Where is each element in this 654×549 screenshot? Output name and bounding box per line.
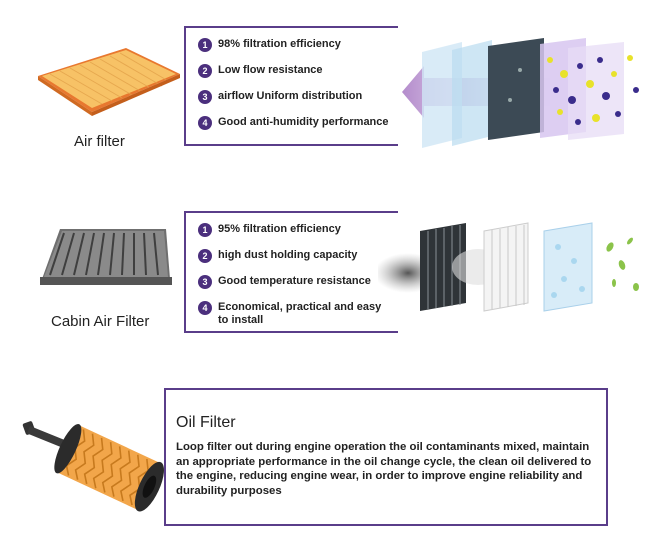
feature-text: Economical, practical and easy to instal… [218,301,382,326]
oil-filter-image [22,421,164,512]
air-filter-section: Air filter 1 98% filtration efficiency 2… [0,0,654,170]
filter-layer [543,222,593,312]
list-item: 1 98% filtration efficiency [198,38,389,52]
oil-filter-description: Loop filter out during engine operation … [176,441,592,497]
number-badge: 2 [198,64,212,78]
number-badge: 4 [198,116,212,130]
list-item: 2 Low flow resistance [198,64,389,78]
oil-filter-description-box: Oil Filter Loop filter out during engine… [164,388,608,526]
number-badge: 1 [198,38,212,52]
list-item: 3 airflow Uniform distribution [198,90,389,104]
cabin-filter-caption: Cabin Air Filter [51,313,150,330]
oil-filter-section: Oil Filter Loop filter out during engine… [0,380,654,549]
contaminant-particles [508,55,639,125]
cabin-filtration-illustration [378,222,639,312]
cabin-air-filter-section: Cabin Air Filter 1 95% filtration effici… [0,195,654,345]
feature-text: high dust holding capacity [218,249,358,261]
air-filter-feature-list: 1 98% filtration efficiency 2 Low flow r… [198,38,389,130]
feature-text: 95% filtration efficiency [218,223,341,235]
filter-layer [488,38,544,140]
feature-text: Low flow resistance [218,64,323,76]
cabin-filter-features-box: 1 95% filtration efficiency 2 high dust … [184,211,399,333]
oil-filter-title: Oil Filter [176,414,236,431]
number-badge: 2 [198,249,212,263]
list-item: 4 Good anti-humidity performance [198,116,389,130]
number-badge: 3 [198,90,212,104]
number-badge: 4 [198,301,212,315]
list-item: 4 Economical, practical and easy to inst… [198,301,393,327]
air-filter-caption: Air filter [74,133,125,150]
list-item: 1 95% filtration efficiency [198,223,393,237]
filter-layer [420,223,466,311]
air-filter-image [38,48,180,116]
cabin-filter-feature-list: 1 95% filtration efficiency 2 high dust … [198,223,393,327]
filter-layer [483,222,529,312]
number-badge: 1 [198,223,212,237]
airflow-illustration [402,38,639,148]
list-item: 3 Good temperature resistance [198,275,393,289]
filter-layer [568,42,624,140]
list-item: 2 high dust holding capacity [198,249,393,263]
cabin-filter-image [40,229,172,285]
leaf-particles [606,237,639,291]
feature-text: Good anti-humidity performance [218,116,389,128]
air-filter-features-box: 1 98% filtration efficiency 2 Low flow r… [184,26,399,146]
feature-text: airflow Uniform distribution [218,90,363,102]
feature-text: 98% filtration efficiency [218,38,341,50]
number-badge: 3 [198,275,212,289]
feature-text: Good temperature resistance [218,275,371,287]
filter-layer [452,40,492,146]
